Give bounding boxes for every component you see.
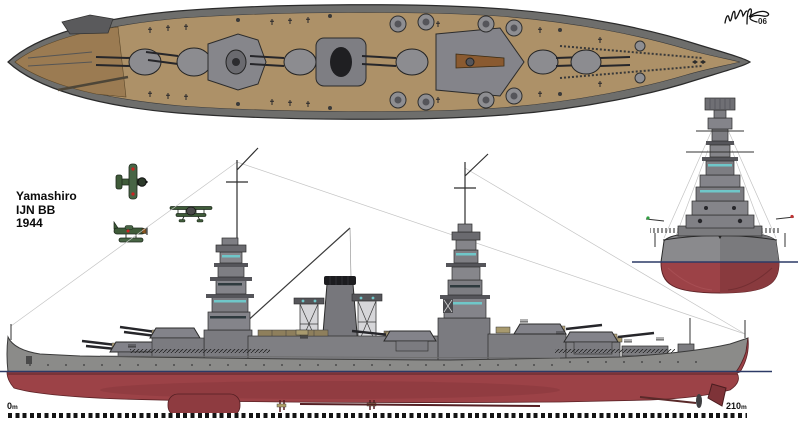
aircraft-biplane-front-icon bbox=[169, 206, 213, 223]
profile-view-drawing bbox=[0, 147, 772, 417]
aircraft-group bbox=[113, 163, 213, 243]
signature-year: 06 bbox=[758, 17, 767, 26]
ship-year: 1944 bbox=[16, 216, 43, 230]
ship-name: Yamashiro bbox=[16, 189, 77, 203]
scale-start-label: 0m bbox=[7, 401, 18, 411]
ship-class: IJN BB bbox=[16, 202, 56, 217]
title-block: Yamashiro IJN BB 1944 bbox=[16, 189, 77, 231]
plan-view-drawing bbox=[7, 4, 752, 120]
aircraft-topview-icon bbox=[115, 163, 148, 200]
scale-end-label: 210m bbox=[726, 401, 747, 411]
scale-ruler bbox=[8, 413, 747, 418]
bow-view-drawing bbox=[632, 97, 798, 294]
artist-signature-icon bbox=[724, 8, 770, 25]
